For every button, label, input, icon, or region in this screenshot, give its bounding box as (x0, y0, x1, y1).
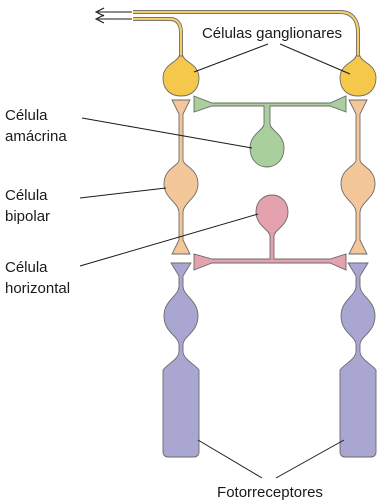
ganglion-cell-left (163, 56, 199, 96)
leader-ganglion-left (194, 44, 268, 72)
leader-amacrine (82, 118, 252, 148)
label-bipolar-line2: bipolar (5, 208, 50, 225)
amacrine-cell (194, 96, 346, 167)
label-photoreceptors: Fotorreceptores (217, 484, 323, 501)
ganglion-cells (163, 56, 376, 96)
leader-horizontal (80, 214, 258, 266)
leader-photoreceptor-left (198, 440, 262, 478)
label-amacrine-line2: amácrina (5, 128, 67, 145)
left-ganglion-axon (133, 19, 181, 62)
photoreceptors (163, 263, 376, 457)
label-bipolar-line1: Célula (5, 187, 48, 204)
label-amacrine-line1: Célula (5, 107, 48, 124)
bipolar-cell-right (341, 100, 375, 254)
label-horizontal-line1: Célula (5, 259, 48, 276)
label-ganglion-cells: Células ganglionares (202, 25, 342, 42)
photoreceptor-right (340, 263, 376, 457)
horizontal-cell (194, 195, 346, 270)
photoreceptor-left (163, 263, 199, 457)
leader-ganglion-right (280, 44, 350, 74)
bipolar-cell-left (164, 100, 198, 254)
leader-photoreceptor-right (276, 440, 344, 478)
label-horizontal-line2: horizontal (5, 280, 70, 297)
horizontal-cell-body (194, 195, 346, 270)
leader-bipolar (80, 188, 166, 198)
ganglion-cell-right (340, 56, 376, 96)
amacrine-cell-body (194, 96, 346, 167)
output-arrows (96, 8, 132, 23)
